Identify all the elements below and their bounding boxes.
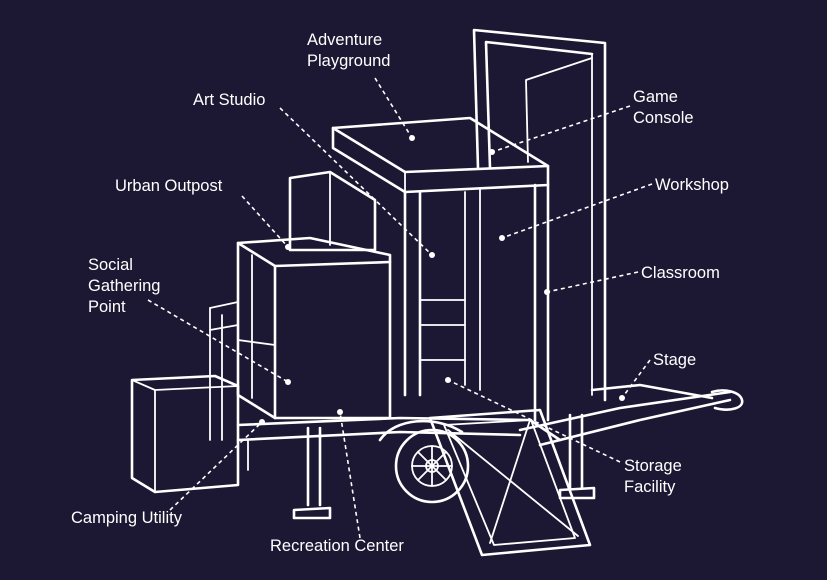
leader-art-studio xyxy=(279,107,433,256)
label-camping-utility: Camping Utility xyxy=(71,509,182,527)
label-urban-outpost: Urban Outpost xyxy=(115,177,223,195)
leader-recreation-center xyxy=(339,411,361,539)
label-stage: Stage xyxy=(653,351,697,369)
leader-lines xyxy=(147,77,653,539)
label-art-studio: Art Studio xyxy=(193,91,266,109)
label-workshop: Workshop xyxy=(655,176,729,194)
label-storage-facility: Storage Facility xyxy=(624,457,682,496)
leader-camping-utility xyxy=(169,421,263,511)
leader-storage-facility xyxy=(447,379,621,463)
label-classroom: Classroom xyxy=(641,264,720,282)
leader-game-console xyxy=(491,105,631,153)
label-adventure-playground: Adventure Playground xyxy=(307,31,391,70)
leader-social-gathering-point xyxy=(147,299,289,383)
leader-urban-outpost xyxy=(241,195,289,248)
leader-stage xyxy=(621,359,651,399)
leader-adventure-playground xyxy=(374,77,413,139)
trailer-illustration xyxy=(130,28,744,557)
label-recreation-center: Recreation Center xyxy=(270,537,404,555)
leader-classroom xyxy=(546,271,639,293)
leader-workshop xyxy=(501,183,653,239)
label-social-gathering-point: Social Gathering Point xyxy=(88,256,161,316)
label-game-console: Game Console xyxy=(633,88,694,127)
